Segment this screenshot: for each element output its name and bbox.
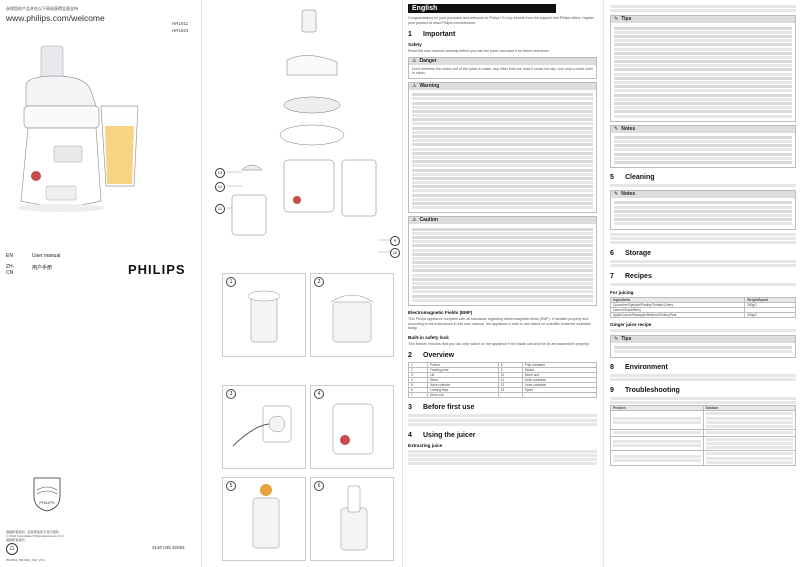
tips-icon: ✎: [614, 16, 619, 23]
welcome-url[interactable]: www.philips.com/welcome: [6, 13, 105, 23]
step-illustration: 1: [222, 273, 306, 357]
step-illustration: 4: [310, 385, 394, 469]
notes-box: ✎Notes: [610, 190, 796, 230]
step-illustration: 6: [310, 477, 394, 561]
step-number: 1: [226, 277, 236, 287]
tips-box: ✎Tips: [610, 335, 796, 358]
manual-text-column: English Congratulations on your purchase…: [402, 0, 602, 567]
emf-text: This Philips appliance complies with all…: [408, 316, 591, 331]
lid-assembly-icon: [330, 294, 374, 343]
illustration-column: 13 12 11 9 10 1 2 3 4 5 6: [201, 0, 401, 567]
notes-icon: ✎: [614, 191, 619, 198]
lock-text: This feature ensures that you can only s…: [408, 341, 590, 346]
step-illustration: 2: [310, 273, 394, 357]
tips-text-lines: [611, 23, 795, 120]
caution-text-lines: [409, 224, 596, 305]
lang-code: ZH-CN: [6, 264, 15, 276]
callout-number: 11: [215, 204, 225, 214]
caution-icon: ⚠: [412, 217, 417, 224]
table-row: Apple/Carrot/Pineapple/Beetroot/Celery/P…: [609, 312, 796, 319]
table-row: [610, 435, 797, 452]
table-row: [610, 450, 797, 466]
warning-text-lines: [409, 90, 596, 212]
intro-text: Congratulations on your purchase and wel…: [408, 16, 595, 25]
step-illustration: 5: [222, 477, 306, 561]
model-number: HR1811: [172, 21, 189, 26]
callout-number: 13: [215, 168, 225, 178]
step-number: 6: [314, 481, 324, 491]
step-number: 4: [314, 389, 324, 399]
juicer-product-image: [17, 45, 139, 212]
footer-cn-reserved: 保留所有权利: [6, 538, 25, 542]
footer-copyright: © 2013 Koninklijke Philips Electronics N…: [6, 534, 65, 538]
philips-shield-icon: PHILIPS: [33, 477, 61, 512]
footer-cn-rights: 保留所有权利，如有更改恕不另行通知: [6, 530, 59, 534]
safety-text: Read this user manual carefully before y…: [408, 49, 550, 54]
subsection-heading: Safety: [408, 42, 422, 48]
pusher-icon: [340, 485, 368, 551]
table-row: [610, 410, 797, 431]
juicer-parts-icon: [247, 290, 281, 343]
recycle-icon: ♺: [6, 543, 18, 555]
switch-on-icon: [332, 403, 374, 455]
cn-header-line: 永保您的产品并在以下网站获得全面支持: [6, 6, 78, 11]
doc-code: 3140 035 32063: [152, 545, 185, 550]
feeding-fruit-icon: [252, 484, 280, 549]
lang-entry[interactable]: ZH-CN 用户手册: [6, 264, 60, 276]
file-ref: HR1811_HR1824_UM_V3.0: [6, 558, 45, 562]
danger-text: Don't immerse the motor unit of the juic…: [412, 66, 593, 76]
callout-number: 9: [390, 236, 400, 246]
lang-label: 用户手册: [32, 265, 53, 271]
warning-box: ⚠Warning: [408, 81, 597, 214]
notes-icon: ✎: [614, 125, 619, 132]
step-number: 3: [226, 389, 236, 399]
caution-box: ⚠Caution: [408, 216, 597, 306]
exploded-view-diagram: [226, 9, 392, 253]
lang-list: EN User manual ZH-CN 用户手册: [6, 253, 60, 276]
lang-label: User manual: [32, 253, 61, 259]
notes-box: ✎Notes: [610, 124, 796, 169]
danger-icon: ⚠: [412, 57, 417, 64]
footer-block: 保留所有权利，如有更改恕不另行通知 © 2013 Koninklijke Phi…: [6, 530, 196, 542]
subsection-heading: For juicing: [610, 290, 634, 296]
language-tab: English: [408, 4, 556, 13]
step-number: 5: [226, 481, 236, 491]
subsection-heading: Ginger juice recipe: [610, 322, 652, 328]
model-number: HR1824: [172, 28, 189, 33]
svg-text:PHILIPS: PHILIPS: [39, 500, 55, 505]
lang-entry[interactable]: EN User manual: [6, 253, 60, 259]
callout-number: 10: [390, 248, 400, 258]
step-illustration: 3: [222, 385, 306, 469]
plug-socket-icon: [232, 405, 292, 447]
tips-icon: ✎: [614, 336, 619, 343]
subsection-heading: Electromagnetic Fields (EMF): [408, 309, 473, 315]
cover-column: 永保您的产品并在以下网站获得全面支持 www.philips.com/welco…: [0, 0, 200, 567]
brand-logo: PHILIPS: [128, 262, 186, 277]
callout-number: 12: [215, 182, 225, 192]
lang-code: EN: [6, 253, 13, 259]
table-row: [610, 429, 797, 437]
step-number: 2: [314, 277, 324, 287]
subsection-heading: Extracting juice: [408, 442, 443, 448]
tips-box: ✎Tips: [610, 15, 796, 122]
warning-icon: ⚠: [412, 82, 417, 89]
danger-box: ⚠Danger Don't immerse the motor unit of …: [408, 56, 597, 79]
subsection-heading: Built-in safety lock: [408, 334, 449, 340]
